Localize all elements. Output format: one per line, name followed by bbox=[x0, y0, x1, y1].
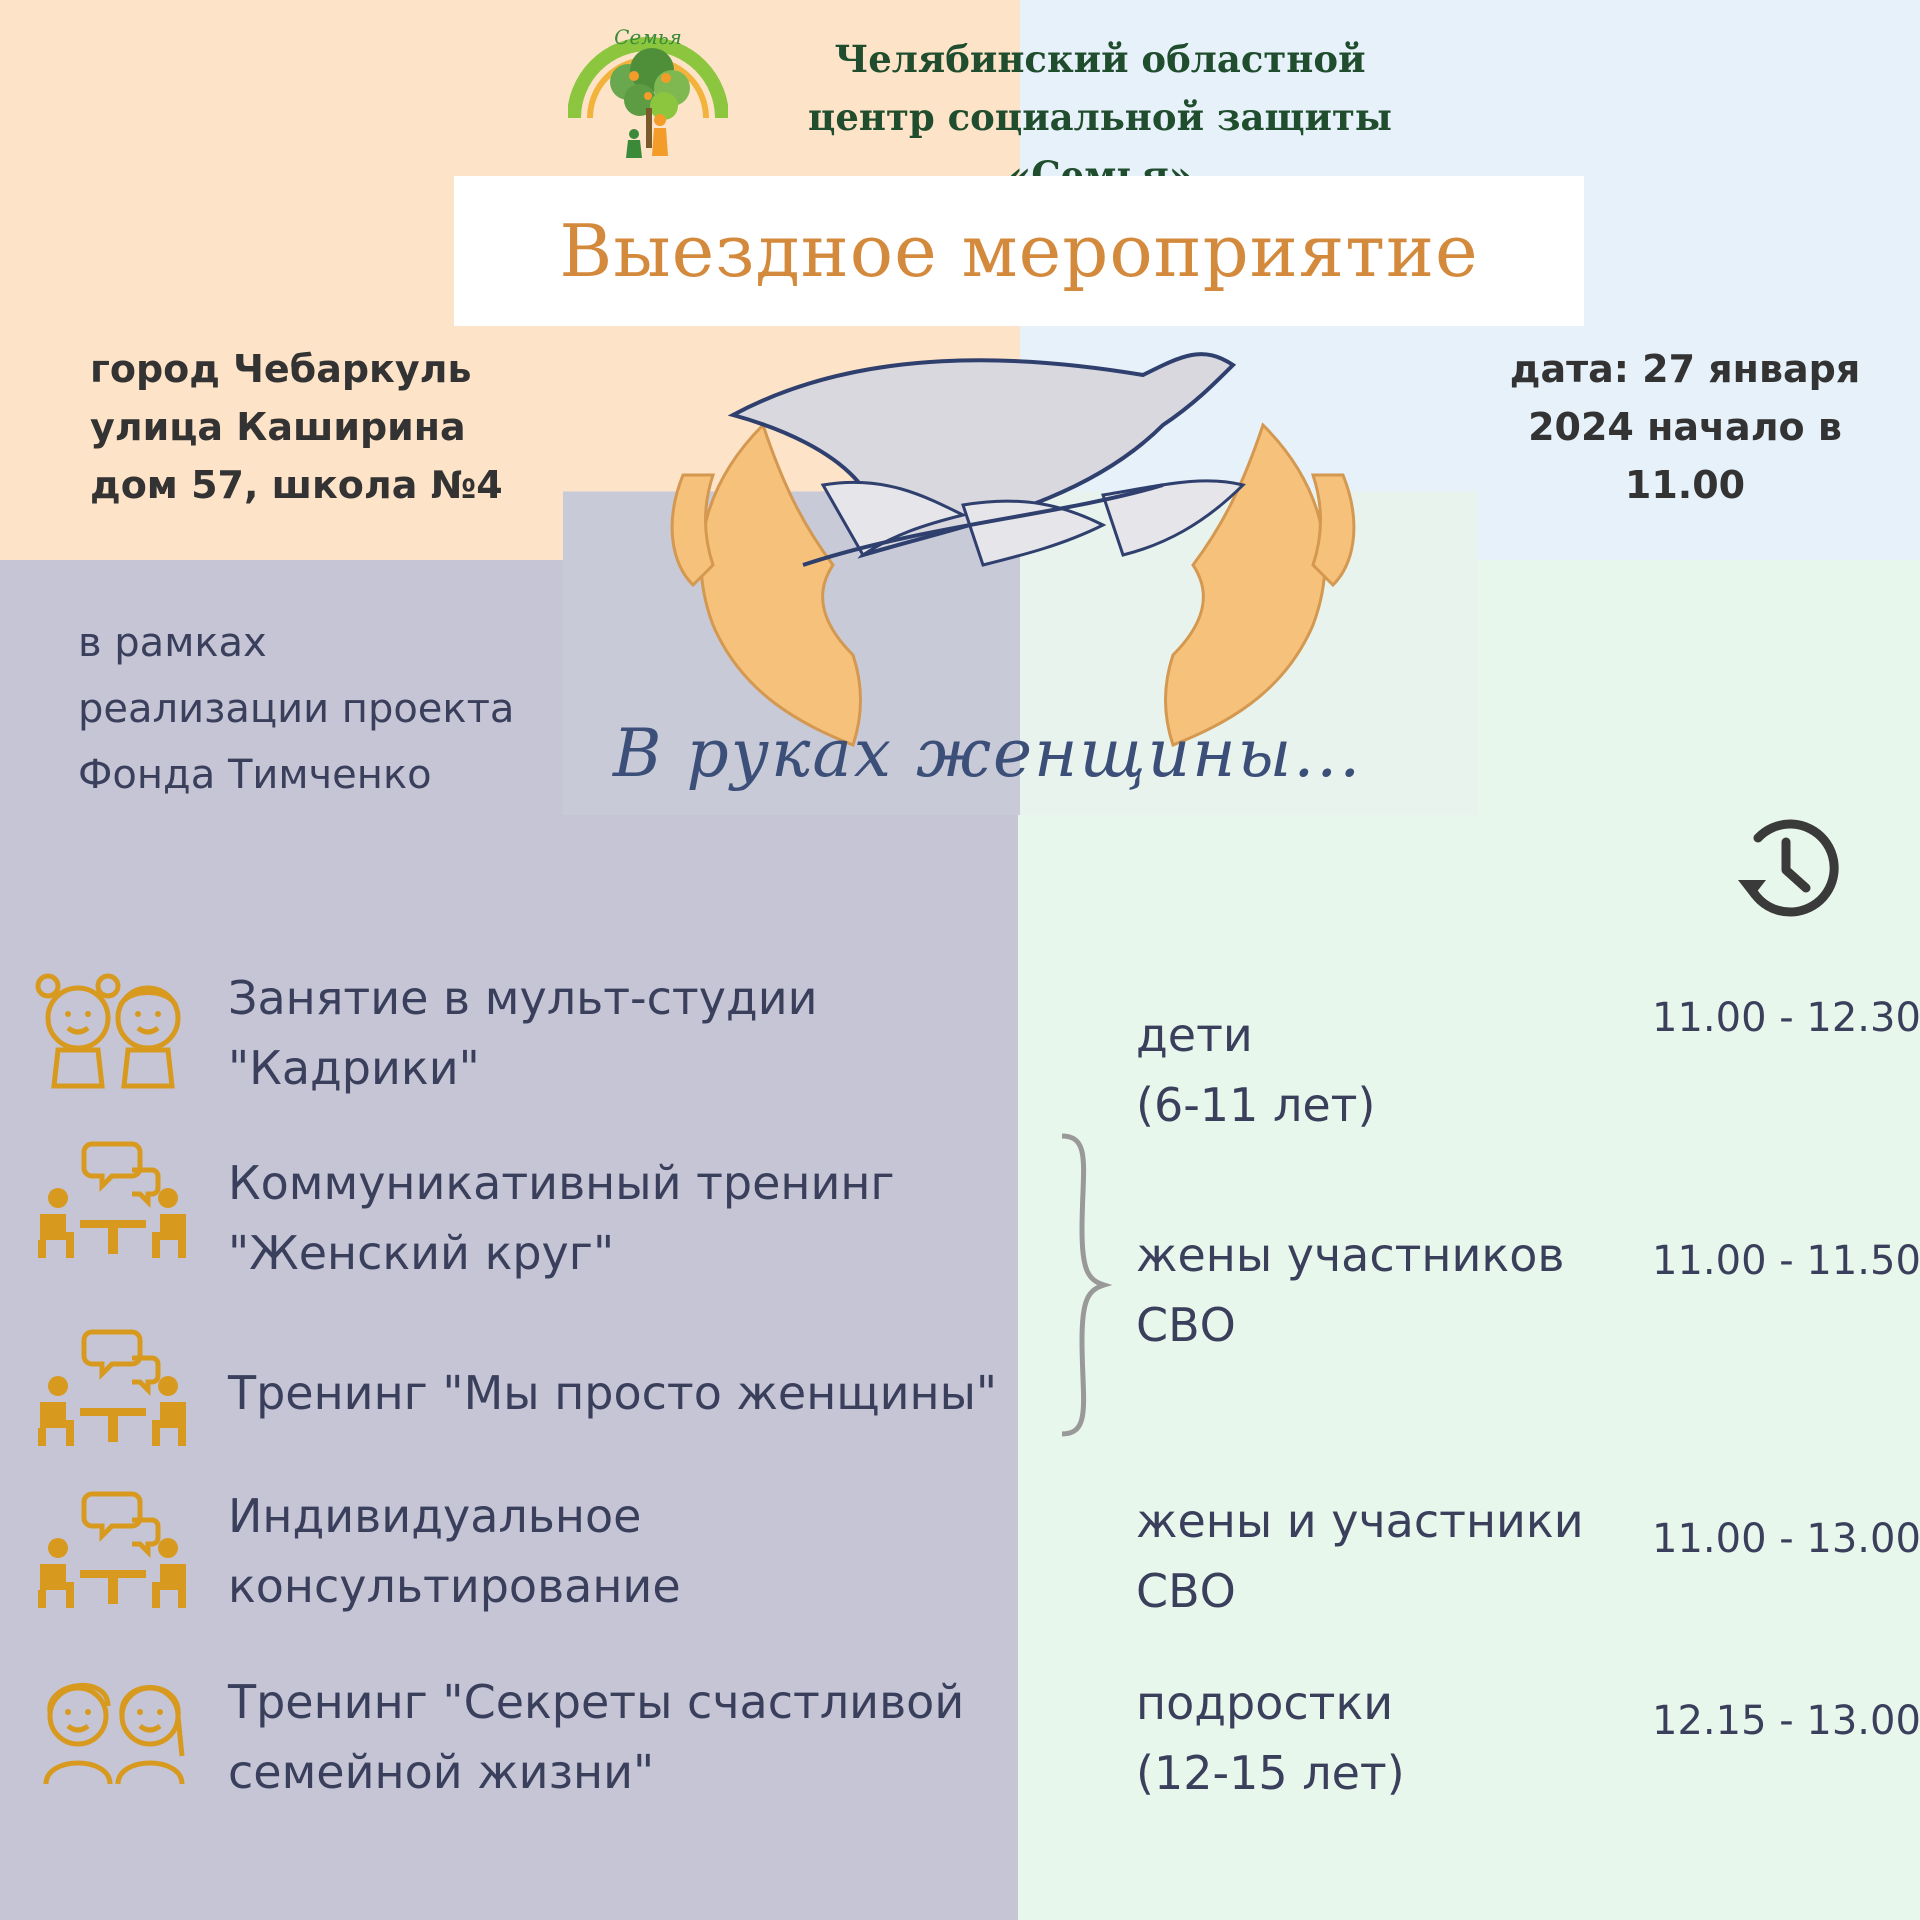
activity-title: Занятие в мульт-студии "Кадрики" bbox=[228, 963, 818, 1103]
activity-title: Индивидуальное консультирование bbox=[228, 1481, 681, 1621]
conversation-icon bbox=[38, 1141, 186, 1258]
activity-line-2: семейной жизни" bbox=[228, 1745, 655, 1799]
family-logo: Семья bbox=[568, 25, 728, 158]
audience-line-1: подростки bbox=[1136, 1676, 1394, 1730]
time-range: 11.00 - 12.30 bbox=[1652, 995, 1920, 1041]
project-line-1: в рамках bbox=[78, 620, 267, 666]
address-line-2: улица Каширина bbox=[90, 405, 466, 449]
org-line-1: Челябинский областной bbox=[834, 37, 1366, 81]
clock-history-icon bbox=[1738, 819, 1839, 917]
activity-title: Коммуникативный тренинг "Женский круг" bbox=[228, 1148, 895, 1288]
audience: жены и участники СВО bbox=[1136, 1486, 1584, 1626]
emblem-caption: В руках женщины... bbox=[613, 715, 1363, 792]
audience-line-1: жены и участники bbox=[1136, 1494, 1584, 1548]
activity-line-2: "Женский круг" bbox=[228, 1226, 615, 1280]
org-line-2: центр социальной защиты «Семья» bbox=[808, 95, 1392, 197]
activity-line-1: Тренинг "Мы просто женщины" bbox=[228, 1366, 998, 1420]
audience: жены участников СВО bbox=[1136, 1220, 1564, 1360]
audience: дети (6-11 лет) bbox=[1136, 1000, 1375, 1140]
audience: подростки (12-15 лет) bbox=[1136, 1668, 1405, 1808]
activity-line-1: Тренинг "Секреты счастливой bbox=[228, 1675, 965, 1729]
date-line-2: 2024 начало в bbox=[1528, 405, 1842, 449]
audience-line-2: (6-11 лет) bbox=[1136, 1078, 1376, 1132]
date-line-1: дата: 27 января bbox=[1509, 347, 1861, 391]
activity-line-1: Коммуникативный тренинг bbox=[228, 1156, 895, 1210]
audience-line-2: СВО bbox=[1136, 1298, 1236, 1352]
event-date: дата: 27 января 2024 начало в 11.00 bbox=[1480, 340, 1890, 514]
time-range: 11.00 - 11.50 bbox=[1652, 1238, 1920, 1284]
date-line-3: 11.00 bbox=[1624, 463, 1746, 507]
audience-line-1: дети bbox=[1136, 1008, 1253, 1062]
teenagers-icon bbox=[43, 1683, 185, 1785]
audience-line-2: СВО bbox=[1136, 1564, 1236, 1618]
time-range: 11.00 - 13.00 bbox=[1652, 1516, 1920, 1562]
address-line-1: город Чебаркуль bbox=[90, 347, 472, 391]
group-brace bbox=[1061, 1133, 1112, 1437]
conversation-icon bbox=[38, 1329, 186, 1446]
activity-line-2: "Кадрики" bbox=[228, 1041, 480, 1095]
address-line-3: дом 57, школа №4 bbox=[90, 463, 503, 507]
conversation-icon bbox=[38, 1491, 186, 1608]
event-address: город Чебаркуль улица Каширина дом 57, ш… bbox=[90, 340, 503, 514]
page-title: Выездное мероприятие bbox=[559, 209, 1479, 293]
activity-line-1: Занятие в мульт-студии bbox=[228, 971, 818, 1025]
title-box: Выездное мероприятие bbox=[454, 176, 1584, 326]
activity-title: Тренинг "Секреты счастливой семейной жиз… bbox=[228, 1667, 964, 1807]
project-emblem: В руках женщины... bbox=[563, 325, 1477, 815]
time-range: 12.15 - 13.00 bbox=[1652, 1698, 1920, 1744]
organization-name: Челябинский областной центр социальной з… bbox=[740, 30, 1460, 204]
project-line-3: Фонда Тимченко bbox=[78, 752, 432, 798]
logo-text: Семья bbox=[614, 25, 682, 49]
activity-line-2: консультирование bbox=[228, 1559, 681, 1613]
activity-title: Тренинг "Мы просто женщины" bbox=[228, 1358, 997, 1428]
activity-line-1: Индивидуальное bbox=[228, 1489, 642, 1543]
audience-line-2: (12-15 лет) bbox=[1136, 1746, 1405, 1800]
project-note: в рамках реализации проекта Фонда Тимчен… bbox=[78, 610, 514, 808]
hands-dove-icon bbox=[670, 352, 1356, 747]
audience-line-1: жены участников bbox=[1136, 1228, 1565, 1282]
project-line-2: реализации проекта bbox=[78, 686, 515, 732]
children-icon bbox=[35, 973, 181, 1089]
